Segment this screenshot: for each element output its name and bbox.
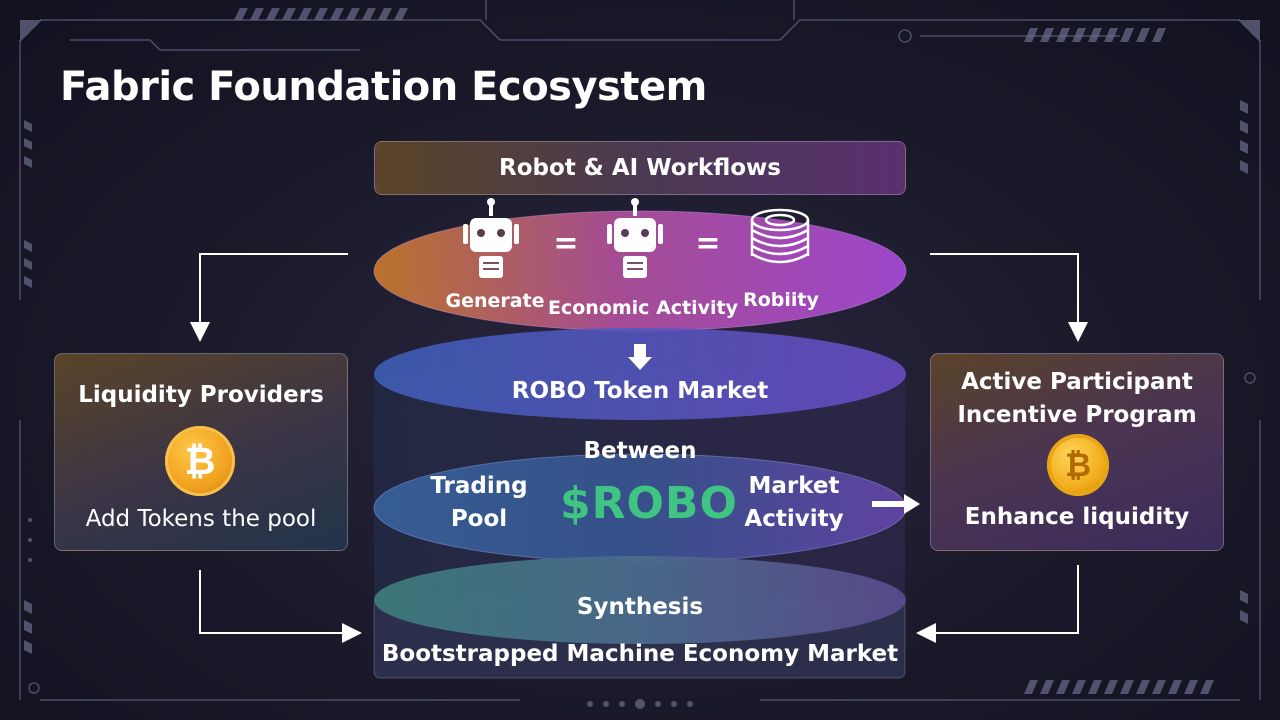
liquidity-providers-title: Liquidity Providers [78, 382, 324, 408]
liquidity-providers-panel: Liquidity Providers ₿ Add Tokens the poo… [54, 353, 348, 551]
bitcoin-icon: ₿ [1047, 434, 1109, 496]
trading-pool-label: Trading Pool [420, 470, 538, 536]
bitcoin-symbol: ₿ [184, 438, 216, 483]
robot-icon [607, 198, 663, 278]
bitcoin-icon: ₿ [165, 426, 235, 496]
robo-token-symbol: $ROBO [560, 478, 738, 529]
pool-ellipse [374, 454, 906, 562]
bootstrapped-market-label: Bootstrapped Machine Economy Market [381, 641, 899, 667]
between-label: Between [583, 438, 697, 464]
synthesis-label: Synthesis [576, 594, 704, 620]
trading-pool-line2: Pool [450, 506, 508, 532]
page-title: Fabric Foundation Ecosystem [60, 64, 707, 110]
liquidity-providers-caption: Add Tokens the pool [85, 506, 317, 532]
robility-label: Robiity [743, 289, 819, 311]
synthesis-ellipse [374, 556, 906, 644]
market-activity-line2: Activity [744, 506, 844, 532]
incentive-program-panel: Active Participant Incentive Program ₿ E… [930, 353, 1224, 551]
market-activity-line1: Market [748, 473, 840, 499]
down-arrow-icon [628, 344, 652, 370]
equals-symbol: = [695, 226, 721, 261]
bitcoin-symbol: ₿ [1064, 446, 1092, 484]
trading-pool-line1: Trading [430, 473, 528, 499]
equals-symbol: = [553, 226, 579, 261]
right-arrow-icon [872, 494, 920, 514]
token-market-label: ROBO Token Market [511, 378, 769, 404]
incentive-program-caption: Enhance liquidity [964, 504, 1190, 530]
incentive-title-line2: Incentive Program [957, 402, 1197, 428]
coin-stack-icon [750, 208, 810, 264]
economic-activity-label: Economic Activity [548, 297, 738, 319]
token-market-ellipse [374, 328, 906, 420]
market-activity-label: Market Activity [734, 470, 854, 536]
robot-icon [463, 198, 519, 278]
incentive-title-line1: Active Participant [961, 369, 1193, 395]
generate-label: Generate [445, 290, 545, 312]
incentive-program-title: Active Participant Incentive Program [931, 366, 1223, 432]
workflows-header: Robot & AI Workflows [374, 141, 906, 195]
